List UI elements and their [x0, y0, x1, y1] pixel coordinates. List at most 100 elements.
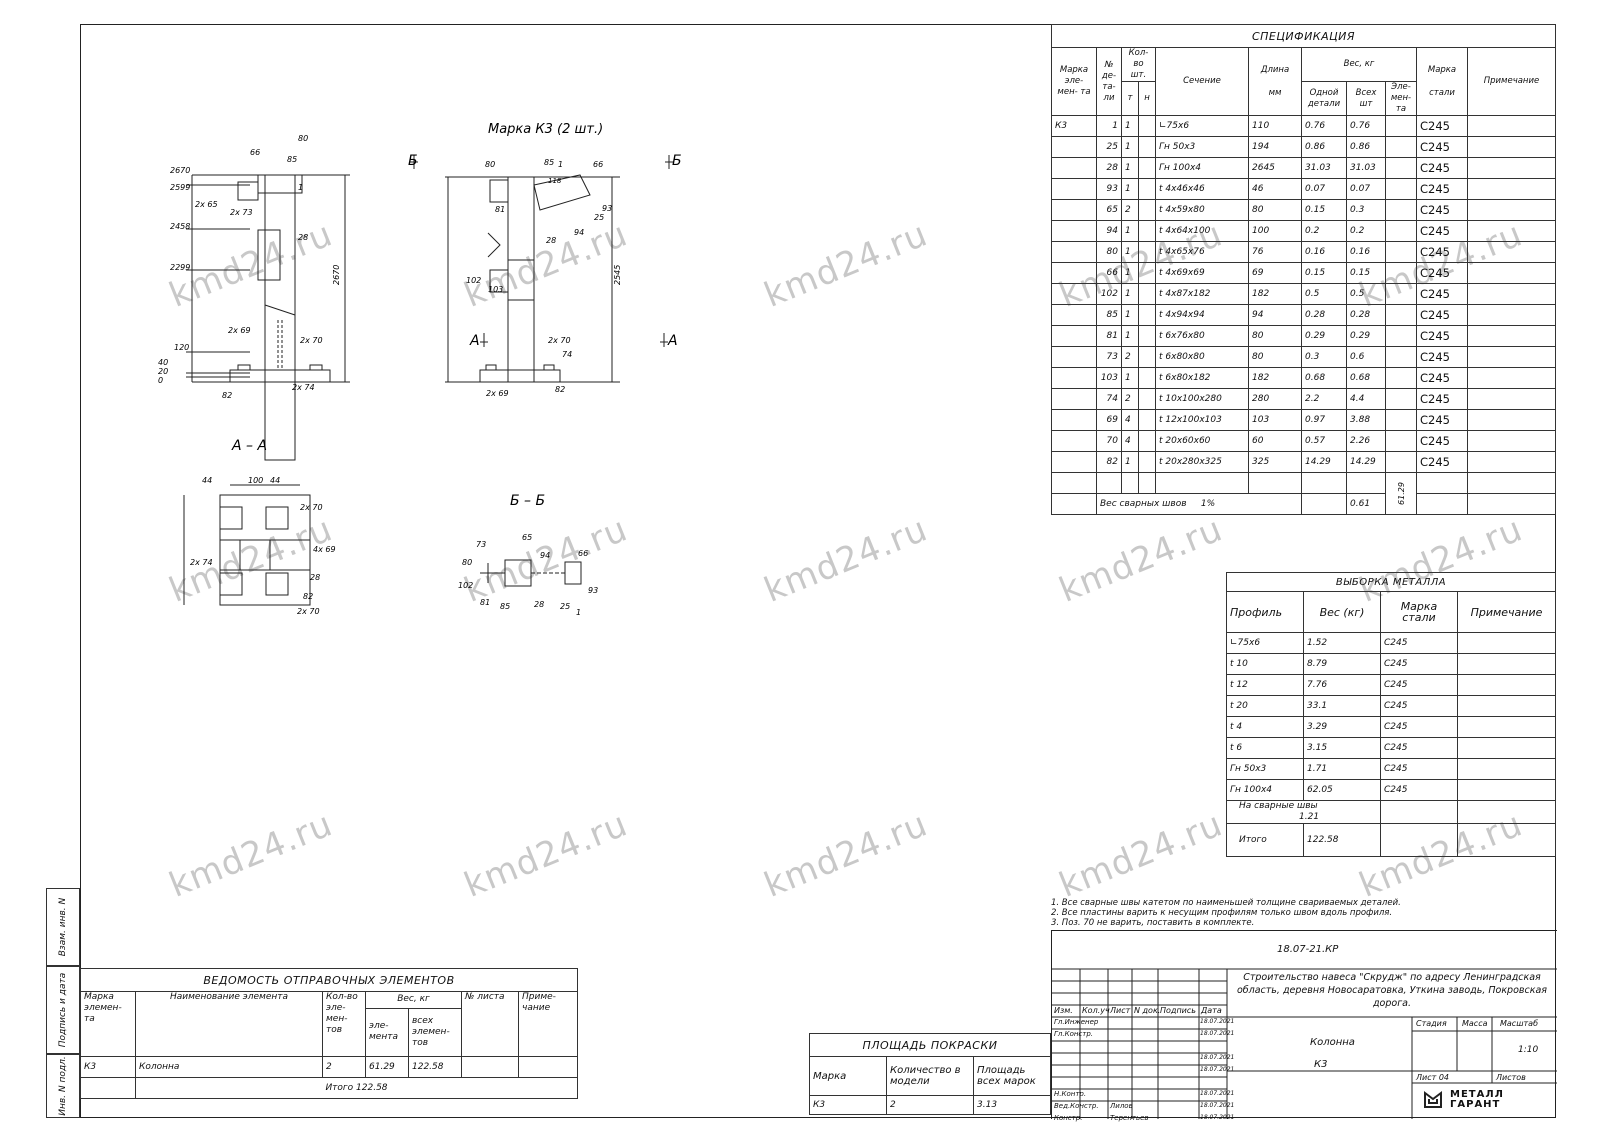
welds-percent: 1% — [1200, 498, 1216, 509]
spec-header: т — [1121, 81, 1139, 116]
spec-header: Сечение — [1155, 47, 1249, 116]
spec-cell — [1051, 199, 1097, 221]
vyborka-cell: 8.79 — [1303, 653, 1381, 675]
spec-cell: 1 — [1121, 241, 1139, 263]
vyborka-cell: Гн 50x3 — [1226, 758, 1304, 780]
vyborka-header: Вес (кг) — [1303, 591, 1381, 633]
callout: 85 — [500, 602, 510, 611]
stamp-column-header: Лист — [1110, 1006, 1131, 1015]
section-cut-label: А — [667, 333, 678, 349]
spec-cell — [1138, 388, 1156, 410]
spec-cell: 80 — [1248, 346, 1302, 368]
callout: 2x 65 — [195, 200, 218, 209]
spec-cell: 1 — [1121, 115, 1139, 137]
metal-selection-table: ВЫБОРКА МЕТАЛЛА Профиль Вес (кг) Марка с… — [1226, 572, 1556, 857]
vedomost-header: Вес, кг — [365, 991, 462, 1009]
vyborka-cell: Гн 100x4 — [1226, 779, 1304, 801]
stamp-date: 18.07.2021 — [1200, 1054, 1235, 1061]
side-stamp-inventory: Инв. N подл. — [46, 1054, 80, 1118]
spec-cell — [1138, 178, 1156, 200]
spec-cell: 25 — [1096, 136, 1122, 158]
spec-cell: 103 — [1248, 409, 1302, 431]
spec-cell — [1138, 304, 1156, 326]
spec-cell: 31.03 — [1301, 157, 1347, 179]
spec-cell: t 6x80x80 — [1155, 346, 1249, 368]
section-cut-label: Б — [672, 153, 682, 169]
spec-cell: 2.26 — [1346, 430, 1386, 452]
callout: 66 — [593, 160, 603, 169]
spec-cell: 0.2 — [1346, 220, 1386, 242]
ploshad-header: Марка — [809, 1056, 887, 1096]
spec-cell — [1138, 220, 1156, 242]
spec-cell — [1138, 367, 1156, 389]
callout: 93 — [588, 586, 598, 595]
callout: 82 — [303, 592, 313, 601]
spec-cell: 0.29 — [1301, 325, 1347, 347]
spec-cell: 0.5 — [1346, 283, 1386, 305]
spec-cell: 14.29 — [1301, 451, 1347, 473]
spec-header: Всех шт — [1346, 81, 1386, 116]
stamp-role: Гл.Инженер — [1054, 1018, 1099, 1026]
spec-cell: С245 — [1416, 220, 1468, 242]
spec-cell — [1051, 430, 1097, 452]
spec-cell: 0.3 — [1301, 346, 1347, 368]
spec-cell: 94 — [1248, 304, 1302, 326]
spec-cell: 325 — [1248, 451, 1302, 473]
vyborka-cell: С245 — [1380, 716, 1458, 738]
callout: 82 — [555, 385, 565, 394]
spec-cell: 0.16 — [1301, 241, 1347, 263]
callout: 66 — [578, 549, 588, 558]
callout: 1 — [576, 608, 581, 617]
stamp-column-header: Изм. — [1054, 1006, 1073, 1015]
vyborka-cell — [1457, 716, 1556, 738]
spec-cell — [1385, 409, 1417, 431]
spec-cell: К3 — [1051, 115, 1097, 137]
callout: 80 — [462, 558, 472, 567]
note-line: 3. Поз. 70 не варить, поставить в компле… — [1051, 918, 1255, 928]
spec-cell: 0.6 — [1346, 346, 1386, 368]
spec-cell: t 10x100x280 — [1155, 388, 1249, 410]
vyborka-header: Примечание — [1457, 591, 1556, 633]
stamp-person: Терентьев — [1110, 1114, 1149, 1122]
ploshad-header: Площадь всех марок — [973, 1056, 1051, 1096]
note-line: 1. Все сварные швы катетом по наименьшей… — [1051, 898, 1401, 908]
spec-cell — [1138, 115, 1156, 137]
spec-cell: 0.76 — [1346, 115, 1386, 137]
spec-cell: С245 — [1416, 199, 1468, 221]
side-stamp-signature: Подпись и дата — [46, 966, 80, 1054]
spec-cell: 2645 — [1248, 157, 1302, 179]
callout: 1 — [298, 183, 303, 192]
spec-cell: 103 — [1096, 367, 1122, 389]
spec-cell: 2 — [1121, 346, 1139, 368]
vyborka-cell — [1457, 758, 1556, 780]
sheet-label: Лист 04 — [1416, 1073, 1449, 1082]
ploshad-cell: К3 — [809, 1095, 887, 1115]
callout: 85 — [287, 155, 297, 164]
scale-label: Масштаб — [1500, 1019, 1539, 1028]
vyborka-header: Марка стали — [1380, 591, 1458, 633]
spec-header: Марка эле- мен- та — [1051, 47, 1097, 116]
spec-cell: 0.86 — [1346, 136, 1386, 158]
mass-label: Масса — [1462, 1019, 1488, 1028]
spec-cell: 65 — [1096, 199, 1122, 221]
shipping-elements-table: ВЕДОМОСТЬ ОТПРАВОЧНЫХ ЭЛЕМЕНТОВ Марка эл… — [80, 968, 578, 1099]
vedomost-header: Наименование элемента — [135, 991, 323, 1057]
spec-cell: ∟75x6 — [1155, 115, 1249, 137]
callout: 102 — [458, 581, 473, 590]
welds-weight: 0.61 — [1346, 493, 1386, 515]
left-column-shaft — [264, 174, 296, 461]
callout: 94 — [574, 228, 584, 237]
callout: 74 — [562, 350, 572, 359]
stamp-date: 18.07.2021 — [1200, 1102, 1235, 1109]
spec-cell: 60 — [1248, 430, 1302, 452]
vyborka-cell — [1457, 653, 1556, 675]
